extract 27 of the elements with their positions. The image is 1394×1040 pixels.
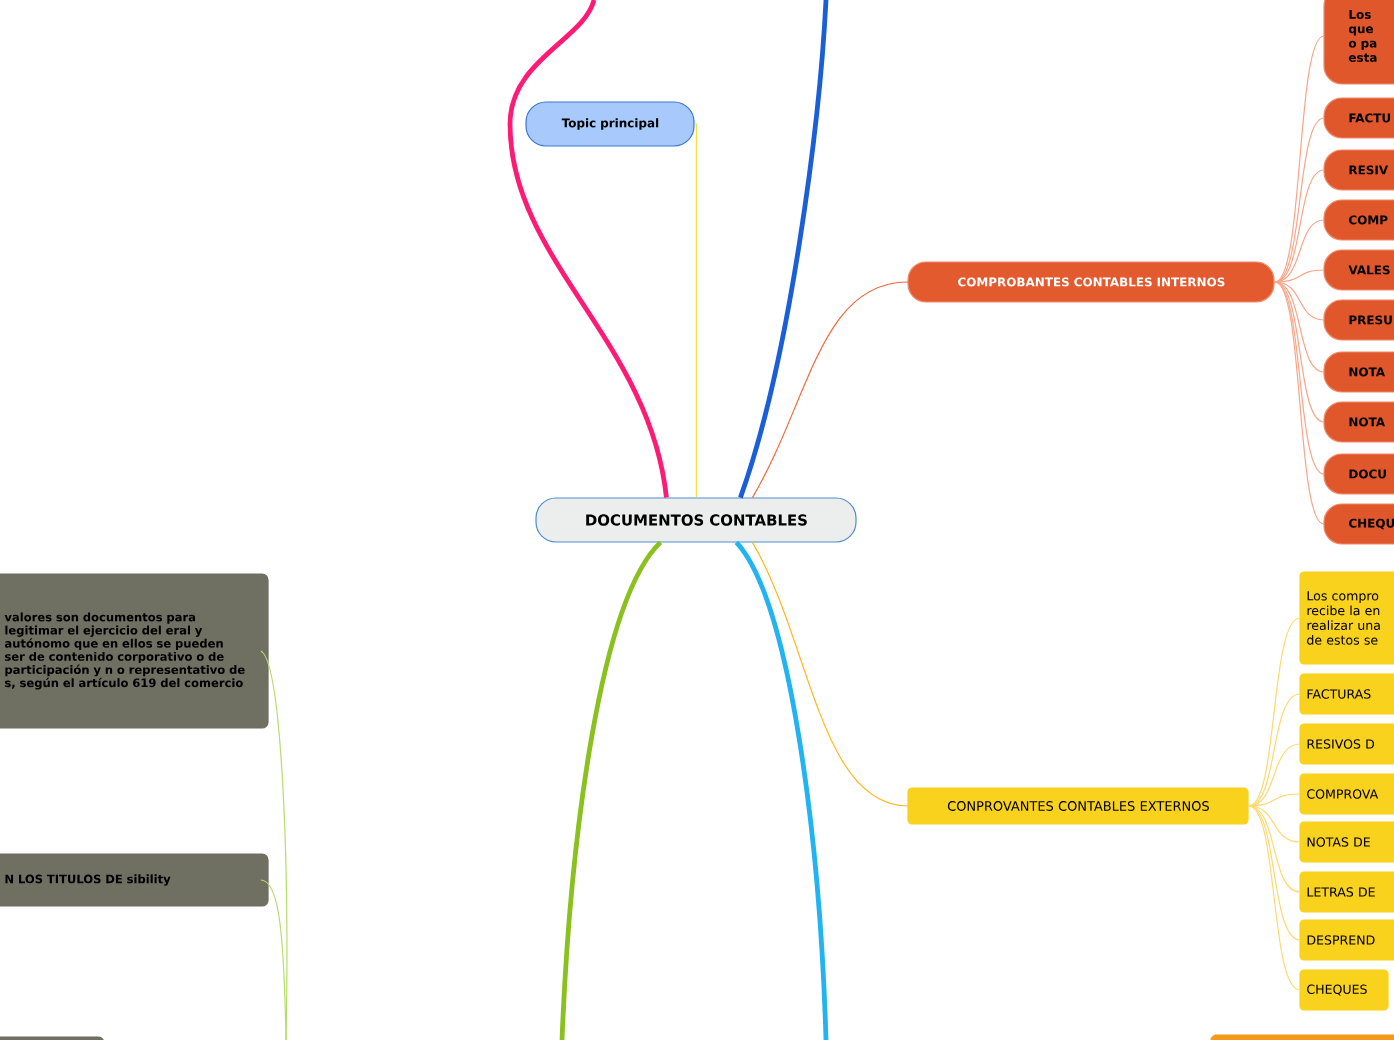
branch-line bbox=[260, 879, 287, 1040]
branch-line bbox=[734, 541, 829, 1040]
branch-line bbox=[694, 123, 697, 499]
branch-line bbox=[1274, 281, 1325, 423]
branch-line bbox=[1248, 805, 1301, 941]
branch-line bbox=[1248, 617, 1301, 807]
branch-line bbox=[1274, 281, 1325, 373]
branch-line bbox=[1274, 35, 1325, 283]
branch-line bbox=[1274, 281, 1325, 475]
branch-line bbox=[738, 0, 829, 499]
branch-line bbox=[1248, 743, 1301, 807]
branch-line bbox=[1248, 805, 1301, 991]
branch-line bbox=[1248, 793, 1301, 807]
branch-line bbox=[1274, 219, 1325, 283]
empty-box bbox=[1210, 1034, 1394, 1040]
branch-line bbox=[507, 0, 669, 498]
branch-line bbox=[1274, 281, 1325, 525]
branch-line bbox=[1248, 805, 1301, 893]
branch-line bbox=[559, 540, 663, 1040]
branch-line bbox=[1274, 117, 1325, 283]
branch-line bbox=[1274, 281, 1325, 321]
branch-line bbox=[751, 541, 909, 807]
branch-line bbox=[1248, 693, 1301, 807]
branch-line bbox=[1274, 269, 1325, 283]
branch-line bbox=[1274, 169, 1325, 283]
branch-line bbox=[1248, 805, 1301, 843]
branch-line bbox=[751, 281, 909, 499]
